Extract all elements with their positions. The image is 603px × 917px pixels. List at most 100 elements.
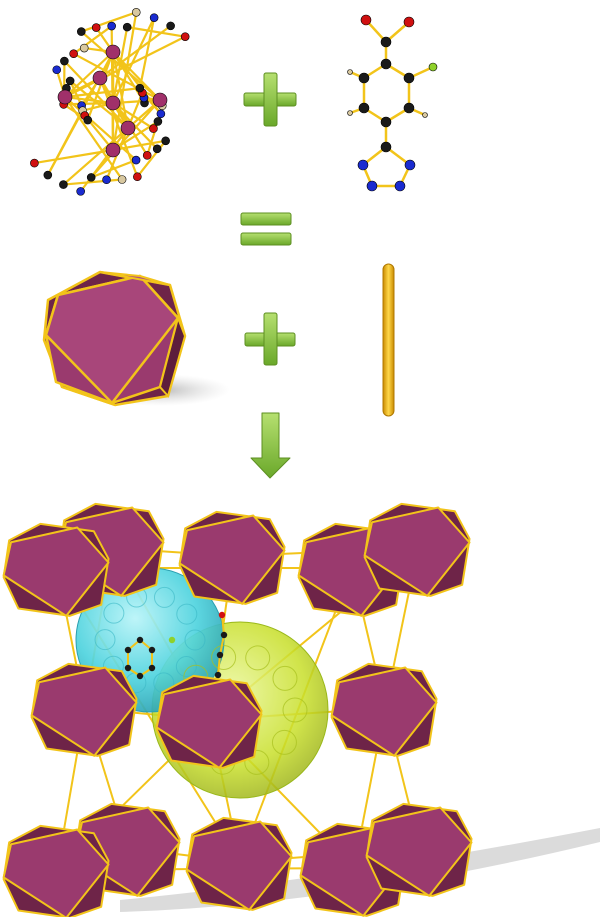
atom xyxy=(120,120,136,136)
cuboctahedron-node xyxy=(365,802,473,897)
atom xyxy=(404,159,416,171)
atom xyxy=(76,187,85,196)
cuboctahedron-node xyxy=(2,824,110,917)
atom xyxy=(166,21,175,31)
atom xyxy=(380,116,392,128)
atom xyxy=(347,110,353,116)
atom xyxy=(117,175,127,184)
atom xyxy=(142,151,152,160)
bond xyxy=(111,98,162,105)
bond xyxy=(138,16,156,90)
cuboctahedron-node xyxy=(185,816,293,911)
atom xyxy=(214,671,222,679)
bond xyxy=(217,654,221,676)
bond xyxy=(90,98,162,179)
atom xyxy=(168,636,176,644)
atom xyxy=(428,62,438,72)
atom xyxy=(152,92,168,108)
polyhedron-face xyxy=(363,506,471,597)
cuboctahedron-node xyxy=(155,674,263,769)
polyhedron-face xyxy=(178,514,286,605)
atom xyxy=(149,13,159,22)
atom xyxy=(124,646,132,654)
bond xyxy=(111,50,130,130)
cage-facet xyxy=(103,602,125,624)
bond xyxy=(98,76,139,178)
bond xyxy=(111,11,138,152)
bond xyxy=(63,95,115,105)
atom xyxy=(30,158,39,168)
bond xyxy=(69,79,83,107)
atom xyxy=(394,180,406,192)
metal-cluster xyxy=(30,8,190,196)
bond xyxy=(86,50,115,122)
cage-facet xyxy=(175,656,197,678)
atom xyxy=(83,115,93,125)
bond xyxy=(62,101,115,106)
cuboctahedron-node xyxy=(30,662,138,757)
bond xyxy=(80,11,138,33)
polyhedron-face xyxy=(2,526,110,617)
atom xyxy=(380,58,392,70)
atom xyxy=(358,102,370,114)
cage-facet xyxy=(244,749,270,775)
cuboctahedron-node xyxy=(2,522,110,617)
bond xyxy=(111,50,162,102)
atom xyxy=(136,636,144,644)
atom xyxy=(218,611,226,619)
atom xyxy=(380,141,392,153)
polyhedron-face xyxy=(365,806,473,897)
cuboctahedron-node xyxy=(42,270,230,407)
cage-facet xyxy=(245,645,271,671)
atom xyxy=(122,22,132,32)
bond xyxy=(62,178,124,186)
bond xyxy=(63,50,115,99)
atom xyxy=(403,102,415,114)
plus-operator xyxy=(243,72,297,127)
atom xyxy=(79,43,89,53)
atom xyxy=(366,180,378,192)
atom xyxy=(149,124,158,133)
rod-linker xyxy=(382,263,395,417)
atom xyxy=(220,631,228,639)
plus-operator xyxy=(244,312,296,366)
cage-facet xyxy=(153,586,175,608)
atom xyxy=(52,65,62,75)
bond xyxy=(79,126,130,193)
polyhedron-face xyxy=(185,820,293,911)
atom xyxy=(136,672,144,680)
atom xyxy=(135,83,145,93)
arrow-down-operator xyxy=(250,412,291,479)
bond xyxy=(111,139,167,152)
atom xyxy=(358,72,370,84)
atom xyxy=(153,117,163,126)
atom xyxy=(76,27,86,36)
cage-facet xyxy=(211,644,237,670)
atom xyxy=(156,109,166,119)
atom xyxy=(107,21,116,31)
framework-network xyxy=(2,502,600,917)
atom xyxy=(148,646,156,654)
cuboctahedron-node xyxy=(330,662,438,757)
atom xyxy=(43,170,53,180)
cage-facet xyxy=(94,629,116,651)
atom xyxy=(380,36,392,48)
atom xyxy=(102,175,111,185)
polyhedron-face xyxy=(330,666,438,757)
atom xyxy=(105,142,121,158)
cage-facet xyxy=(176,603,198,625)
atom xyxy=(360,14,372,26)
equals-operator xyxy=(240,212,292,246)
atom xyxy=(180,32,190,41)
atom xyxy=(403,16,415,28)
polyhedron-face xyxy=(30,666,138,757)
atom xyxy=(105,44,121,60)
atom xyxy=(152,144,162,154)
atom xyxy=(403,72,415,84)
bond xyxy=(98,24,172,80)
atom xyxy=(347,69,353,75)
bond xyxy=(219,634,225,656)
cage-facet xyxy=(271,729,297,755)
atom xyxy=(92,70,108,86)
